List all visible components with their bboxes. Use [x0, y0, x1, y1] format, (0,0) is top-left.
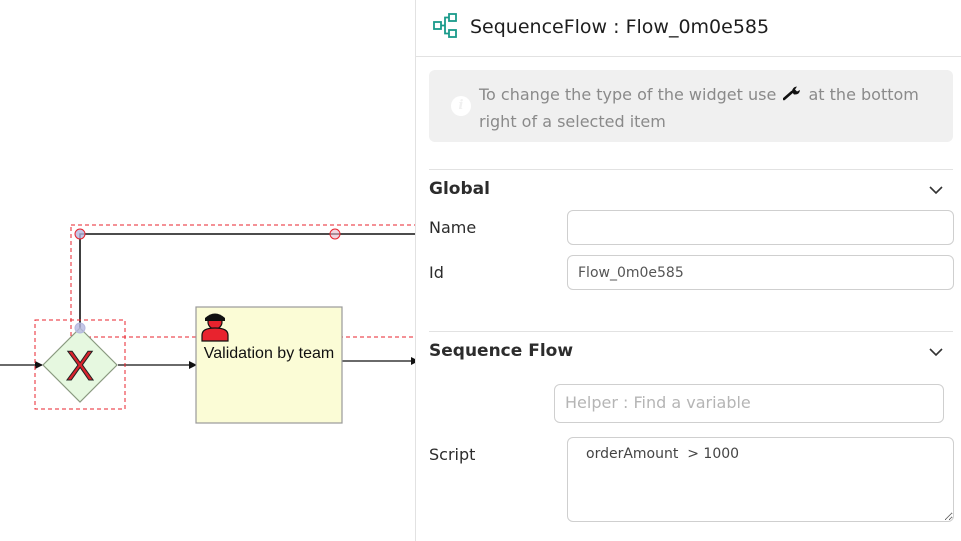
- gateway-x-marker: X: [66, 342, 94, 389]
- info-text-before: To change the type of the widget use: [479, 85, 777, 104]
- panel-title: SequenceFlow : Flow_0m0e585: [470, 16, 770, 38]
- chevron-down-icon[interactable]: [928, 182, 944, 202]
- gateway-selection-outline: [34, 319, 126, 410]
- user-task-icon: [201, 313, 229, 342]
- info-text: To change the type of the widget use at …: [479, 82, 919, 135]
- info-text-after: at the bottom right of a selected item: [479, 85, 919, 131]
- section-divider: [429, 331, 953, 332]
- waypoint-handle[interactable]: [74, 228, 86, 240]
- id-input[interactable]: [567, 255, 954, 290]
- diagram-svg: X: [0, 224, 416, 424]
- name-label: Name: [429, 218, 477, 237]
- user-task[interactable]: [195, 306, 343, 424]
- waypoint-handle[interactable]: [74, 322, 86, 334]
- id-label: Id: [429, 263, 444, 282]
- sequence-flow-icon: [432, 12, 460, 44]
- section-divider: [429, 169, 953, 170]
- variable-helper-input[interactable]: [554, 384, 944, 423]
- info-box: i To change the type of the widget use a…: [429, 70, 953, 142]
- script-label: Script: [429, 445, 476, 464]
- exclusive-gateway[interactable]: X: [42, 327, 118, 403]
- diagram-canvas[interactable]: X Validation by team: [0, 0, 416, 541]
- script-textarea[interactable]: orderAmount > 1000: [567, 437, 954, 522]
- chevron-down-icon[interactable]: [928, 344, 944, 364]
- segment-midpoint-handle[interactable]: [329, 228, 341, 240]
- user-task-label: Validation by team: [203, 345, 335, 362]
- section-title-global[interactable]: Global: [429, 179, 490, 199]
- section-title-sequence-flow[interactable]: Sequence Flow: [429, 341, 574, 361]
- wrench-icon: [783, 83, 801, 109]
- properties-panel: SequenceFlow : Flow_0m0e585 i To change …: [415, 0, 961, 541]
- name-input[interactable]: [567, 210, 954, 245]
- info-icon: i: [451, 96, 471, 116]
- panel-header: SequenceFlow : Flow_0m0e585: [416, 0, 961, 57]
